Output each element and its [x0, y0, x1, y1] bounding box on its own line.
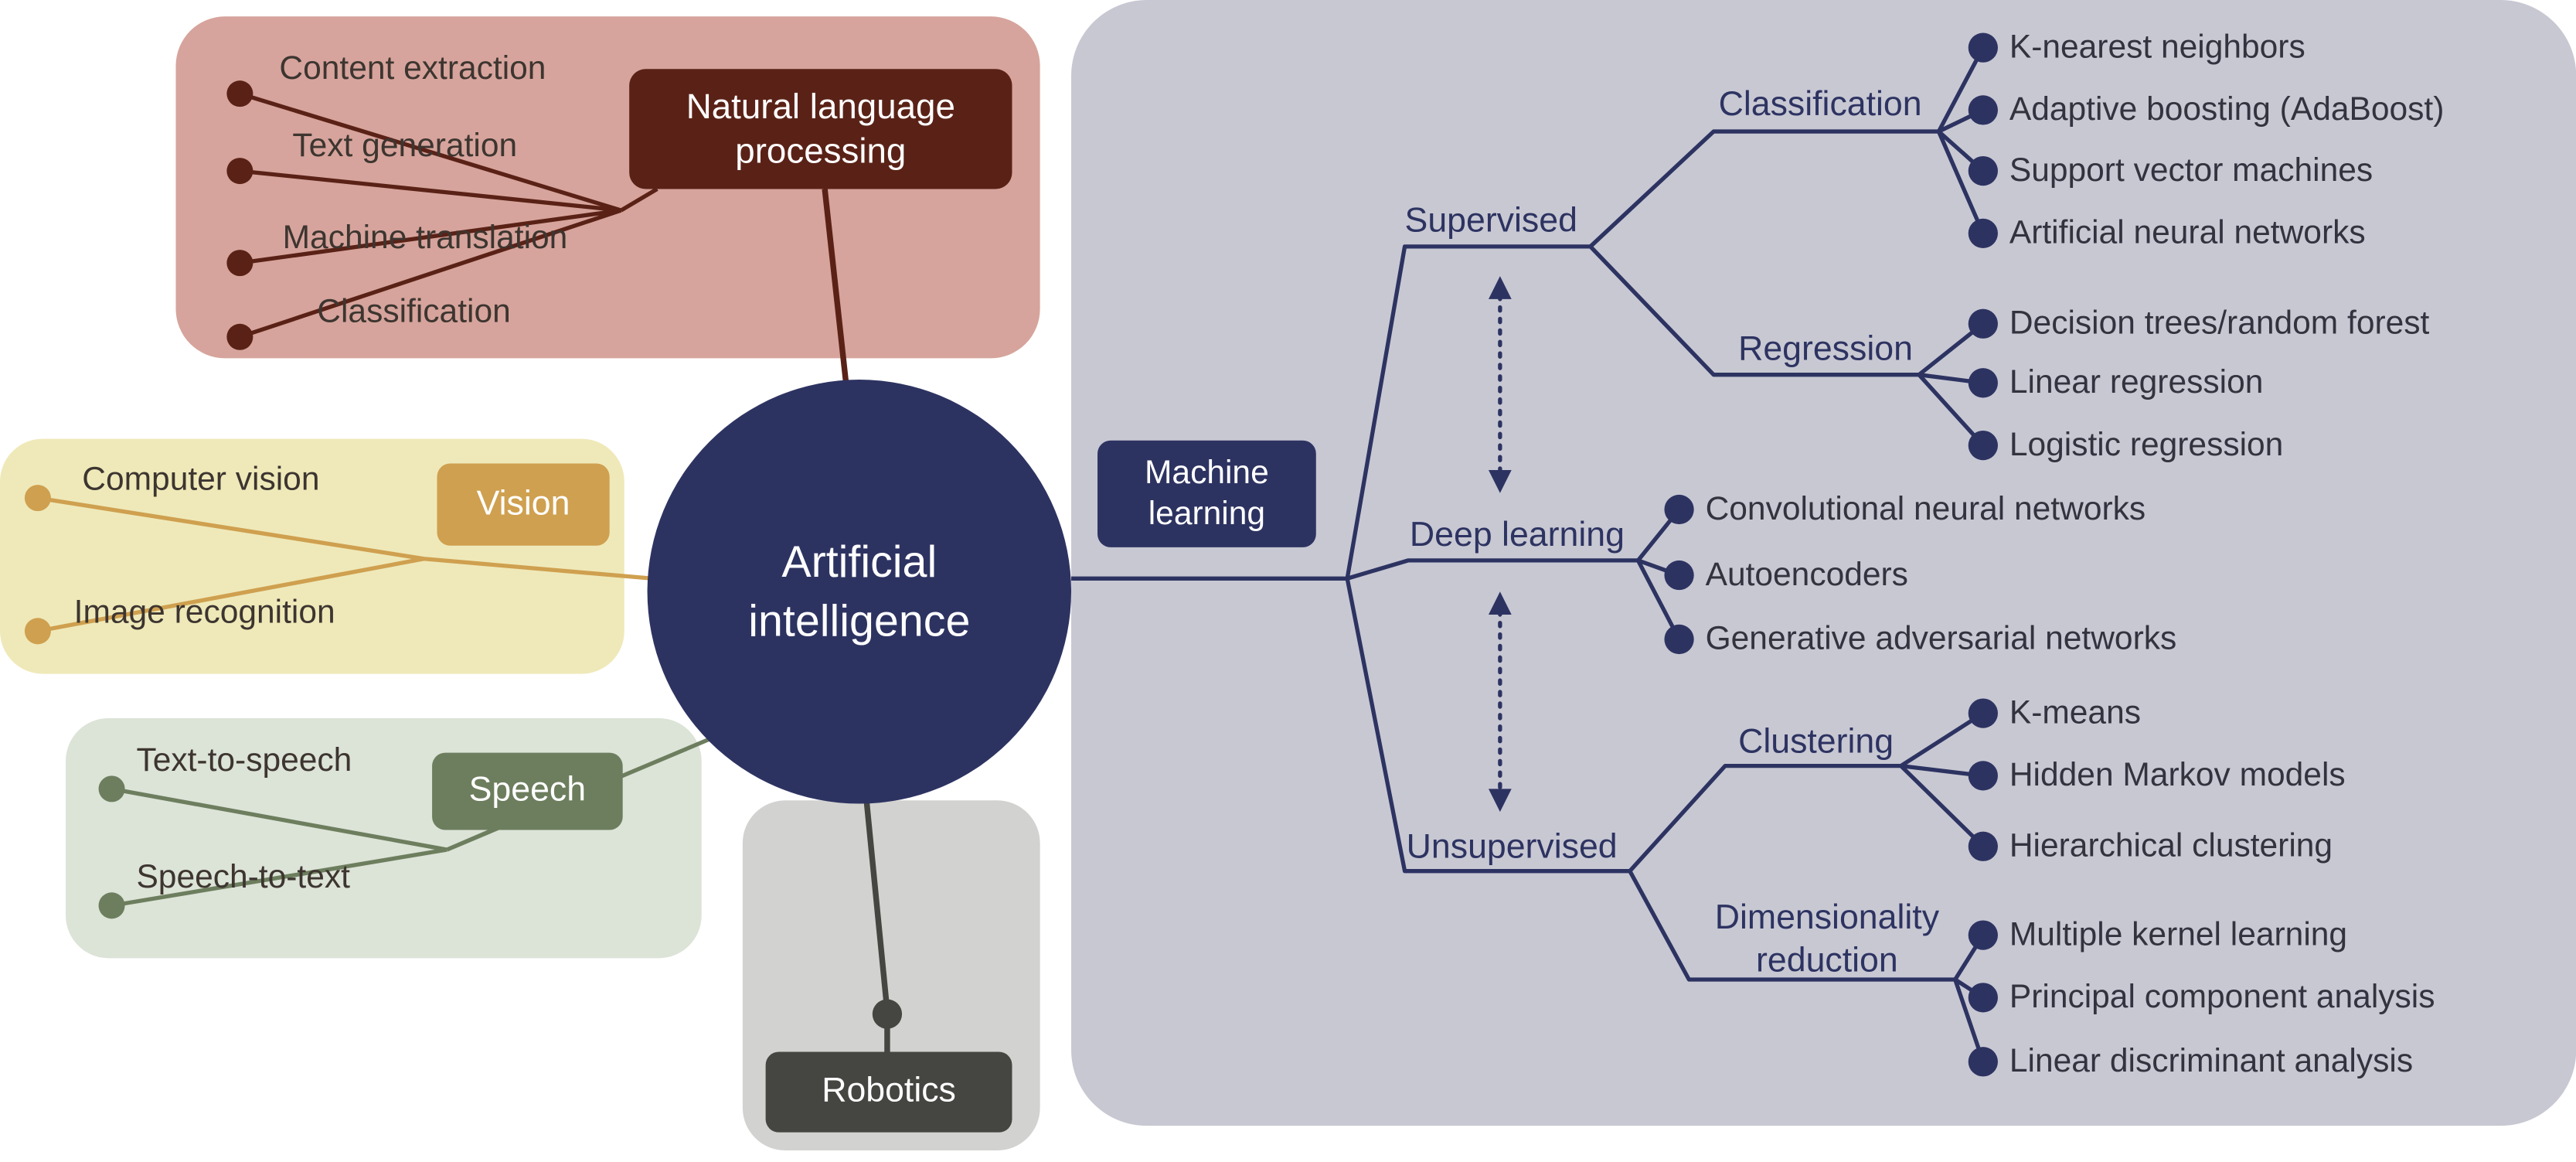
leaf-k-means: K-means	[2009, 695, 2141, 731]
leaf-linear-discriminant-analysis: Linear discriminant analysis	[2009, 1043, 2414, 1080]
vision-box-label: Vision	[476, 484, 570, 523]
leaf-decision-trees-random-forest: Decision trees/random forest	[2009, 305, 2430, 342]
nlp-item-machine-translation: Machine translation	[282, 220, 568, 257]
leaf-linear-regression: Linear regression	[2009, 364, 2264, 401]
leaf-hidden-markov-models: Hidden Markov models	[2009, 757, 2346, 794]
leaf-artificial-neural-networks: Artificial neural networks	[2009, 215, 2366, 252]
speech-item-text-to-speech: Text-to-speech	[136, 742, 352, 779]
nlp-box-line1: Natural language	[686, 86, 955, 126]
branch-clustering: Clustering	[1738, 723, 1894, 762]
leaf-support-vector-machines: Support vector machines	[2009, 152, 2374, 189]
ml-box-line1: Machine	[1145, 454, 1269, 491]
machine-learning-box: Machine learning	[1097, 440, 1316, 547]
speech-box: Speech	[432, 752, 623, 830]
robotics-box: Robotics	[765, 1051, 1012, 1133]
speech-item-speech-to-text: Speech-to-text	[136, 859, 350, 896]
vision-item-computer-vision: Computer vision	[82, 462, 320, 499]
vision-item-image-recognition: Image recognition	[73, 595, 335, 632]
robotics-box-label: Robotics	[822, 1072, 956, 1110]
branch-regression: Regression	[1738, 330, 1913, 369]
vision-box: Vision	[437, 463, 610, 546]
leaf-hierarchical-clustering: Hierarchical clustering	[2009, 828, 2333, 865]
artificial-intelligence-node: Artificial intelligence	[647, 380, 1072, 804]
nlp-item-text-generation: Text generation	[292, 128, 518, 165]
speech-box-label: Speech	[468, 771, 587, 809]
leaf-convolutional-neural-networks: Convolutional neural networks	[1705, 491, 2146, 528]
nlp-item-classification: Classification	[317, 294, 511, 331]
branch-classification: Classification	[1718, 85, 1922, 124]
nlp-box: Natural language processing	[629, 69, 1012, 189]
leaf-k-nearest-neighbors: K-nearest neighbors	[2009, 29, 2305, 66]
dimred-line1: Dimensionality	[1714, 898, 1940, 937]
leaf-principal-component-analysis: Principal component analysis	[2009, 979, 2435, 1016]
leaf-generative-adversarial-networks: Generative adversarial networks	[1705, 621, 2177, 658]
branch-supervised: Supervised	[1404, 202, 1577, 240]
branch-deep-learning: Deep learning	[1409, 516, 1625, 554]
leaf-adaptive-boosting: Adaptive boosting (AdaBoost)	[2009, 92, 2445, 128]
branch-dimensionality-reduction: Dimensionality reduction	[1703, 898, 1950, 983]
leaf-autoencoders: Autoencoders	[1705, 557, 1908, 594]
nlp-item-content-extraction: Content extraction	[279, 50, 546, 87]
dimred-line2: reduction	[1756, 942, 1898, 980]
nlp-box-line2: processing	[735, 131, 907, 171]
ml-box-line2: learning	[1148, 495, 1266, 532]
ai-label-line2: intelligence	[748, 596, 971, 646]
leaf-logistic-regression: Logistic regression	[2009, 427, 2284, 464]
branch-unsupervised: Unsupervised	[1406, 828, 1618, 867]
leaf-multiple-kernel-learning: Multiple kernel learning	[2009, 917, 2348, 953]
ai-label-line1: Artificial	[781, 537, 938, 586]
